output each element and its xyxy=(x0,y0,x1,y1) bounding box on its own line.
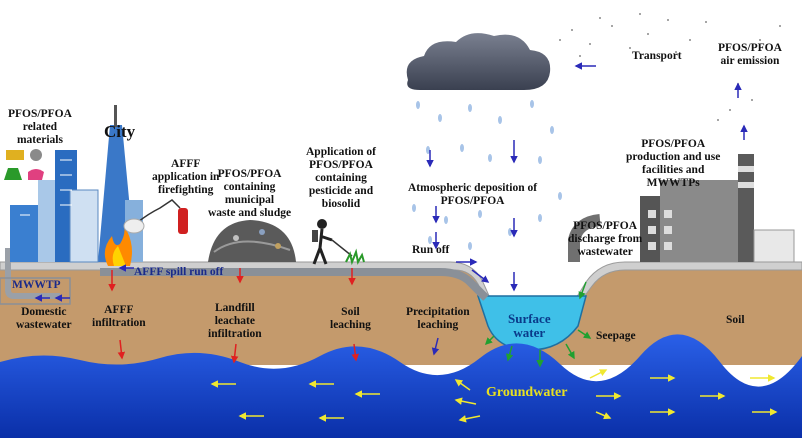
air-particles xyxy=(559,13,781,131)
fire-extinguisher-icon xyxy=(123,199,188,234)
fire-icon xyxy=(104,226,132,266)
groundwater-arrows xyxy=(210,369,778,423)
seepage-arrows xyxy=(484,281,592,368)
city-skyline-icon xyxy=(10,105,143,263)
landfill-icon xyxy=(208,220,296,262)
mwwtp-label: MWWTP xyxy=(12,279,61,291)
afff-spill-label: AFFF spill run off xyxy=(134,266,224,278)
pipe-icon xyxy=(5,248,60,299)
surface-band-right xyxy=(571,261,802,306)
pipe-factory xyxy=(568,214,601,262)
soil-layer xyxy=(0,268,802,365)
run-off-label: Run off xyxy=(412,244,450,256)
pipe-underground xyxy=(100,268,489,301)
transport-label: Transport xyxy=(632,50,682,62)
seepage-label: Seepage xyxy=(596,330,636,342)
infiltration-arrows xyxy=(108,268,359,364)
farmer-icon xyxy=(312,219,365,266)
factory-icon xyxy=(640,154,795,263)
rain-drops xyxy=(412,100,562,250)
materials-icon xyxy=(4,149,44,180)
rain-cloud-icon xyxy=(406,33,551,90)
flow-arrows xyxy=(34,62,748,356)
groundwater-layer xyxy=(0,334,802,438)
city-label: City xyxy=(104,122,136,141)
groundwater-label: Groundwater xyxy=(486,385,568,400)
mwwtp-box xyxy=(0,277,71,305)
soil-label: Soil xyxy=(726,314,745,326)
